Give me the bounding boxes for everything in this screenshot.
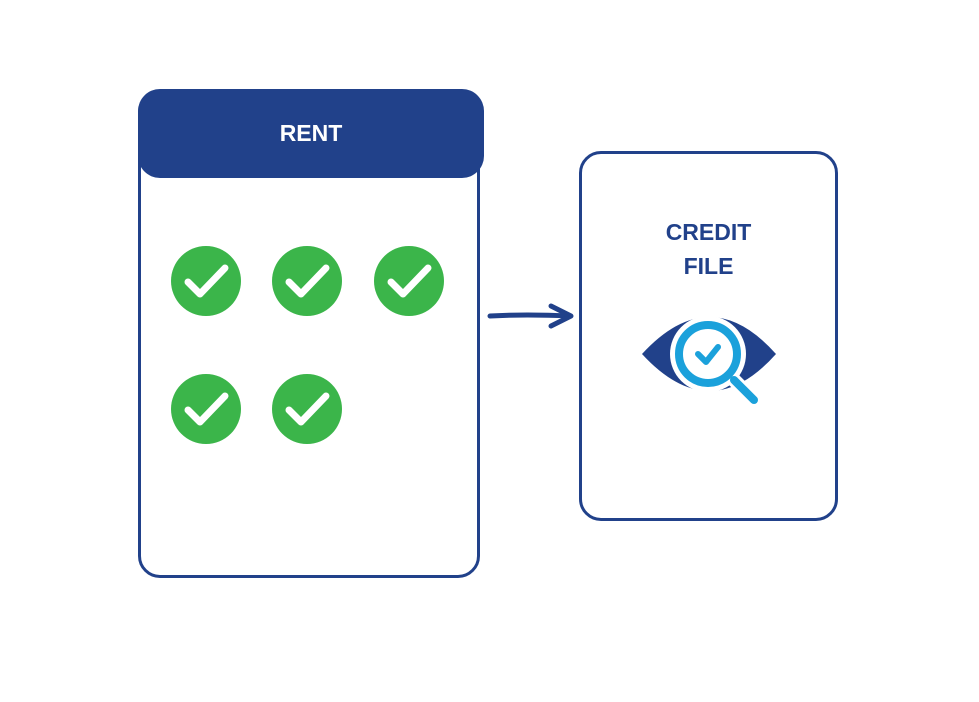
green-check-icon [171,246,241,316]
credit-file-card [579,151,838,521]
rent-title: RENT [279,120,343,146]
green-check-icon [272,374,342,444]
green-check-icon [171,374,241,444]
credit-title-line1: CREDIT [665,219,752,245]
arrow-icon [487,303,574,329]
rent-header: RENT [138,89,484,178]
green-check-icon [374,246,444,316]
credit-title-line2: FILE [683,253,734,279]
credit-file-title: CREDIT FILE [579,215,838,283]
eye-magnifier-check-icon [642,316,776,407]
green-check-icon [272,246,342,316]
